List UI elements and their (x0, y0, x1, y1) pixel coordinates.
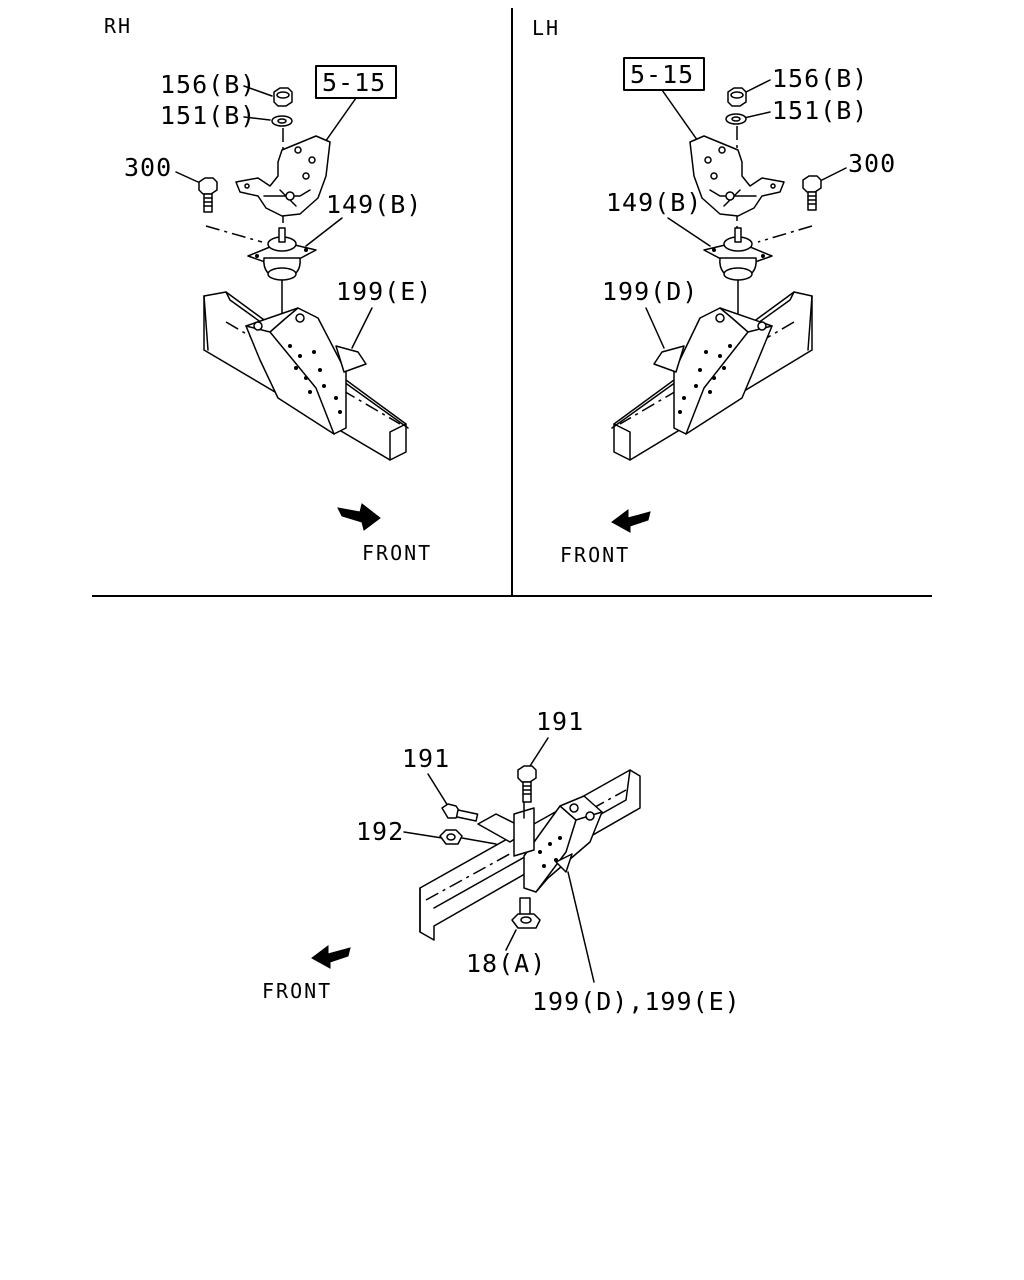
lh-callout-mount[interactable]: 149(B) (606, 188, 702, 217)
rh-engine-mount-icon (247, 227, 317, 281)
lower-frame-bracket (523, 795, 603, 893)
lower-front-label: FRONT (262, 979, 332, 1003)
rh-panel: RH 5-15 156(B) 151(B) 300 149(B) 199(E) (104, 14, 432, 565)
rh-front-arrow-icon (337, 503, 381, 531)
lh-callout-nut[interactable]: 156(B) (772, 64, 868, 93)
rh-callout-bracket[interactable]: 199(E) (336, 277, 432, 306)
lh-side-label: LH (532, 16, 560, 40)
lh-frame-bracket (653, 307, 773, 435)
rh-ref-box[interactable]: 5-15 (315, 65, 397, 99)
rh-frame-bracket (245, 307, 367, 435)
lh-nut-icon (727, 87, 747, 107)
lower-callout-bracket[interactable]: 199(D),199(E) (532, 987, 741, 1016)
lh-bolt-icon (802, 175, 822, 211)
rh-callout-bolt[interactable]: 300 (124, 153, 172, 182)
lower-callout-bolt-top[interactable]: 191 (536, 707, 584, 736)
rh-nut-icon (273, 87, 293, 107)
panel-dividers (92, 8, 932, 597)
rh-side-label: RH (104, 14, 132, 38)
rh-callout-mount[interactable]: 149(B) (326, 190, 422, 219)
lh-washer-icon (725, 113, 747, 125)
lh-panel: LH 5-15 156(B) 151(B) 300 149(B) 199(D) (532, 16, 896, 567)
lh-front-arrow-icon (611, 509, 651, 533)
lower-clamp-plate (513, 801, 535, 857)
rh-front-label: FRONT (362, 541, 432, 565)
rh-callout-nut[interactable]: 156(B) (160, 70, 256, 99)
lower-front-arrow-icon (311, 945, 351, 969)
lower-callout-nut-bottom[interactable]: 18(A) (466, 949, 546, 978)
lower-callout-nut-side[interactable]: 192 (356, 817, 404, 846)
rh-engine-bracket (235, 135, 331, 217)
lh-engine-bracket (689, 135, 785, 217)
lh-front-label: FRONT (560, 543, 630, 567)
lh-callout-washer[interactable]: 151(B) (772, 96, 868, 125)
lower-top-bolt-icon (517, 765, 537, 803)
lower-side-nut-icon (439, 829, 463, 845)
lh-ref-box[interactable]: 5-15 (623, 57, 705, 91)
rh-washer-icon (271, 115, 293, 127)
lower-bottom-nut-icon (511, 897, 541, 929)
lower-panel: 191 191 192 18(A) 199(D),199(E) (262, 707, 741, 1016)
rh-ref-box-label: 5-15 (322, 68, 386, 97)
lower-side-bolt-icon (441, 803, 479, 822)
lh-engine-mount-icon (703, 227, 773, 281)
lower-callout-bolt-side[interactable]: 191 (402, 744, 450, 773)
lh-ref-box-label: 5-15 (630, 60, 694, 89)
lh-callout-bolt[interactable]: 300 (848, 149, 896, 178)
lh-callout-bracket[interactable]: 199(D) (602, 277, 698, 306)
rh-bolt-icon (198, 177, 218, 213)
rh-callout-washer[interactable]: 151(B) (160, 101, 256, 130)
